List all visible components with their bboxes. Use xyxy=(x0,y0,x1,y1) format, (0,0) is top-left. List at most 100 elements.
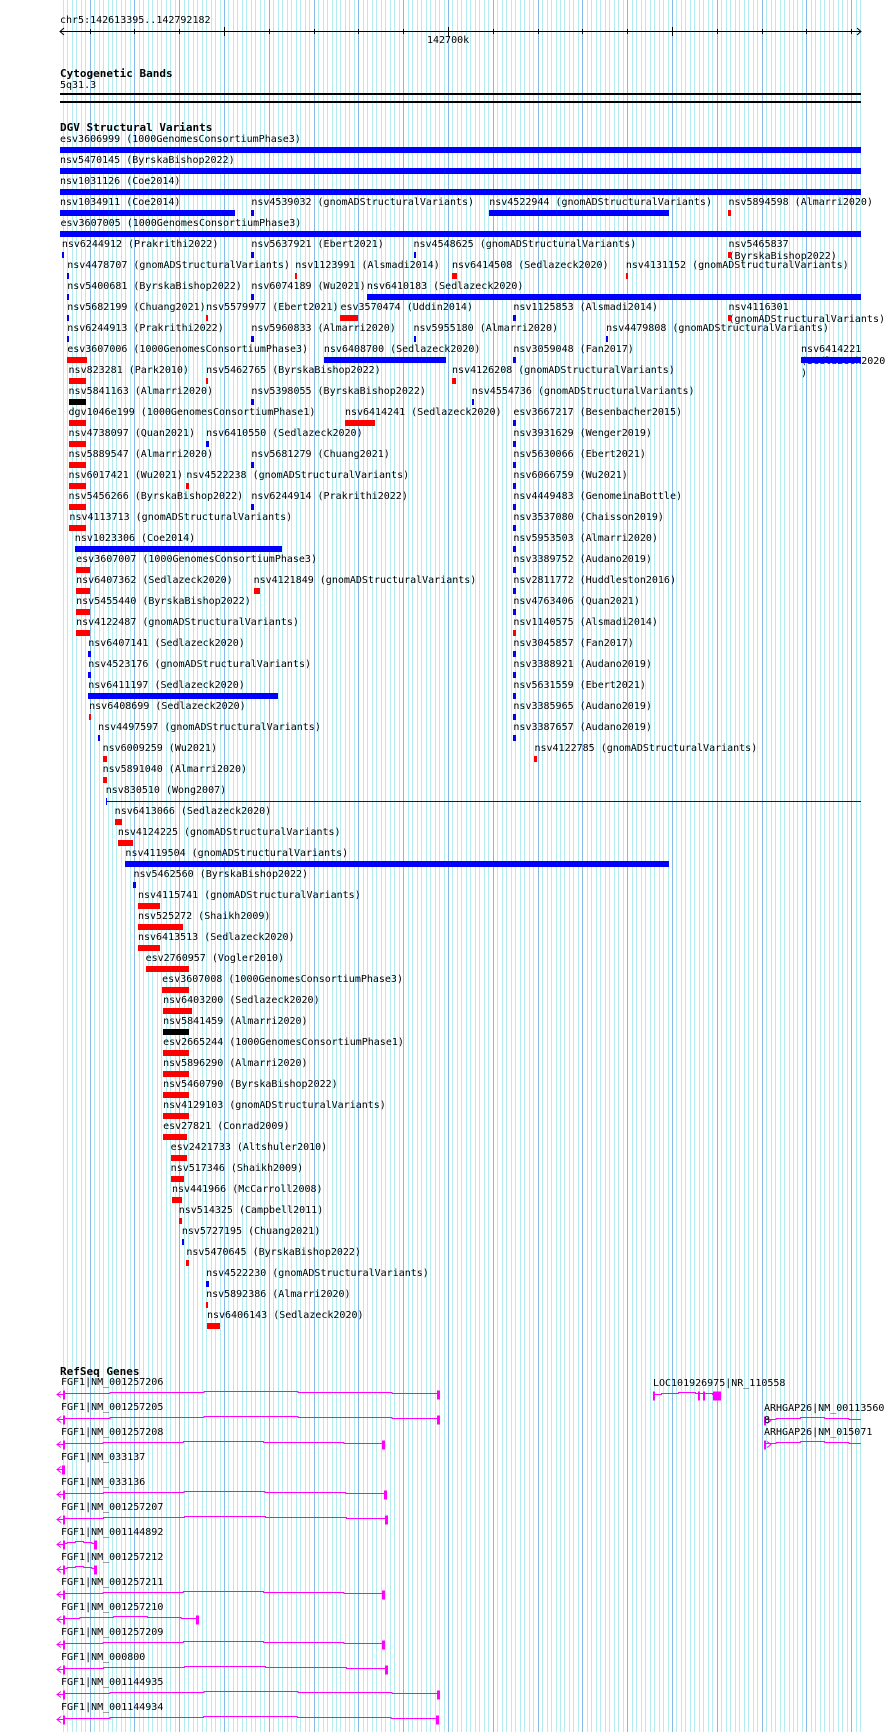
variant-bar-nsv1031126[interactable] xyxy=(60,189,861,195)
variant-bar-nsv6410183[interactable] xyxy=(366,294,861,300)
variant-label[interactable]: esv3607007 (1000GenomesConsortiumPhase3) xyxy=(76,554,317,565)
variant-label[interactable]: esv2421733 (Altshuler2010) xyxy=(170,1142,328,1153)
variant-label[interactable]: nsv6066759 (Wu2021) xyxy=(513,470,628,481)
variant-bar-nsv4116301[interactable] xyxy=(728,315,731,321)
variant-label[interactable]: nsv823281 (Park2010) xyxy=(68,365,189,376)
variant-bar-esv3607006[interactable] xyxy=(67,357,87,363)
variant-label[interactable]: nsv5727195 (Chuang2021) xyxy=(181,1226,321,1237)
variant-label[interactable]: nsv441966 (McCarroll2008) xyxy=(172,1184,323,1195)
variant-label[interactable]: nsv6244913 (Prakrithi2022) xyxy=(67,323,224,334)
variant-label[interactable]: nsv3045857 (Fan2017) xyxy=(513,638,634,649)
variant-bar-nsv5631559[interactable] xyxy=(513,693,516,699)
variant-label[interactable]: nsv4738097 (Quan2021) xyxy=(68,428,195,439)
gene-label[interactable]: FGF1|NM_001144934 xyxy=(61,1702,164,1713)
variant-bar-nsv4497597[interactable] xyxy=(98,735,101,741)
variant-label[interactable]: nsv1031126 (Coe2014) xyxy=(60,176,181,187)
variant-label[interactable]: nsv5400681 (ByrskaBishop2022) xyxy=(67,281,242,292)
variant-bar-nsv2811772[interactable] xyxy=(513,588,516,594)
variant-bar-nsv4122785[interactable] xyxy=(534,756,537,762)
variant-label[interactable]: nsv5470645 (ByrskaBishop2022) xyxy=(186,1247,361,1258)
variant-bar-nsv4122487[interactable] xyxy=(76,630,91,636)
variant-label[interactable]: nsv4126208 (gnomADStructuralVariants) xyxy=(452,365,675,376)
variant-bar-nsv6074189[interactable] xyxy=(251,294,254,300)
variant-label[interactable]: nsv4497597 (gnomADStructuralVariants) xyxy=(98,722,321,733)
variant-label[interactable]: nsv5955180 (Almarri2020) xyxy=(413,323,559,334)
variant-label[interactable]: nsv3059048 (Fan2017) xyxy=(513,344,634,355)
gene-label[interactable]: FGF1|NM_001257205 xyxy=(61,1402,164,1413)
variant-bar-nsv5637921[interactable] xyxy=(251,252,254,258)
variant-bar-nsv4115741[interactable] xyxy=(137,903,160,909)
variant-bar-nsv1034911[interactable] xyxy=(60,210,235,216)
variant-bar-nsv4523176[interactable] xyxy=(88,672,92,678)
variant-label[interactable]: nsv6017421 (Wu2021) xyxy=(68,470,183,481)
variant-bar-nsv1023306[interactable] xyxy=(74,546,283,552)
variant-bar-nsv5896290[interactable] xyxy=(163,1071,189,1077)
gene-label[interactable]: FGF1|NM_033136 xyxy=(61,1477,146,1488)
variant-label[interactable]: nsv5398055 (ByrskaBishop2022) xyxy=(251,386,426,397)
variant-bar-nsv6407141[interactable] xyxy=(88,651,92,657)
variant-label[interactable]: nsv6408700 (Sedlazeck2020) xyxy=(323,344,481,355)
variant-bar-nsv6414508[interactable] xyxy=(452,273,458,279)
variant-bar-esv3667217[interactable] xyxy=(513,420,516,426)
variant-label[interactable]: nsv4523176 (gnomADStructuralVariants) xyxy=(88,659,311,670)
variant-bar-nsv3387657[interactable] xyxy=(513,735,516,741)
variant-bar-nsv3388921[interactable] xyxy=(513,672,516,678)
variant-bar-nsv6009259[interactable] xyxy=(102,756,108,762)
variant-label[interactable]: nsv1023306 (Coe2014) xyxy=(74,533,196,544)
variant-label[interactable]: nsv6414508 (Sedlazeck2020) xyxy=(452,260,609,271)
variant-bar-esv2665244[interactable] xyxy=(163,1050,189,1056)
variant-bar-nsv441966[interactable] xyxy=(172,1197,182,1203)
variant-bar-nsv5462560[interactable] xyxy=(133,882,136,888)
variant-label[interactable]: nsv5841163 (Almarri2020) xyxy=(68,386,214,397)
variant-bar-nsv6406143[interactable] xyxy=(206,1323,220,1329)
variant-bar-nsv5462765[interactable] xyxy=(206,378,209,384)
variant-bar-nsv4113713[interactable] xyxy=(69,525,86,531)
gene-label[interactable]: FGF1|NM_001144935 xyxy=(61,1677,164,1688)
variant-bar-nsv1140575[interactable] xyxy=(513,630,516,636)
variant-bar-nsv5727195[interactable] xyxy=(181,1239,185,1245)
variant-label[interactable]: nsv4522238 (gnomADStructuralVariants) xyxy=(186,470,410,481)
variant-label[interactable]: nsv6403200 (Sedlazeck2020) xyxy=(163,995,320,1006)
variant-label[interactable]: nsv6408699 (Sedlazeck2020) xyxy=(89,701,246,712)
variant-label[interactable]: nsv5960833 (Almarri2020) xyxy=(251,323,396,334)
variant-label[interactable]: nsv5953503 (Almarri2020) xyxy=(513,533,658,544)
variant-label[interactable]: nsv6410550 (Sedlazeck2020) xyxy=(206,428,363,439)
variant-bar-nsv5398055[interactable] xyxy=(251,399,254,405)
variant-bar-nsv4738097[interactable] xyxy=(68,441,86,447)
variant-bar-esv3607008[interactable] xyxy=(162,987,189,993)
variant-label[interactable]: nsv3385965 (Audano2019) xyxy=(513,701,652,712)
variant-bar-nsv5470145[interactable] xyxy=(60,168,861,174)
gene-label[interactable]: FGF1|NM_001257209 xyxy=(61,1627,164,1638)
variant-label[interactable]: nsv6411197 (Sedlazeck2020) xyxy=(88,680,245,691)
variant-label[interactable]: nsv4129103 (gnomADStructuralVariants) xyxy=(163,1100,386,1111)
variant-label[interactable]: nsv5682199 (Chuang2021) xyxy=(67,302,206,313)
variant-bar-nsv1123991[interactable] xyxy=(295,273,298,279)
variant-label[interactable]: esv3607006 (1000GenomesConsortiumPhase3) xyxy=(67,344,309,355)
variant-bar-nsv6407362[interactable] xyxy=(76,588,91,594)
gene-label[interactable]: LOC101926975|NR_110558 xyxy=(652,1378,786,1389)
variant-bar-esv27821[interactable] xyxy=(163,1134,188,1140)
variant-label[interactable]: nsv5891040 (Almarri2020) xyxy=(102,764,248,775)
variant-bar-nsv5955180[interactable] xyxy=(413,336,416,342)
variant-bar-nsv4522944[interactable] xyxy=(489,210,669,216)
ruler[interactable] xyxy=(0,0,890,50)
variant-bar-nsv5681279[interactable] xyxy=(251,462,254,468)
variant-bar-nsv6414241[interactable] xyxy=(344,420,375,426)
variant-label[interactable]: nsv4115741 (gnomADStructuralVariants) xyxy=(137,890,361,901)
variant-bar-nsv6408699[interactable] xyxy=(89,714,92,720)
variant-label[interactable]: nsv5894598 (Almarri2020) xyxy=(728,197,873,208)
variant-label[interactable]: nsv6413066 (Sedlazeck2020) xyxy=(114,806,272,817)
variant-label[interactable]: nsv6244914 (Prakrithi2022) xyxy=(251,491,408,502)
variant-bar-nsv4479808[interactable] xyxy=(606,336,609,342)
variant-bar-nsv5470645[interactable] xyxy=(186,1260,189,1266)
variant-bar-nsv517346[interactable] xyxy=(170,1176,185,1182)
variant-bar-nsv5456266[interactable] xyxy=(68,504,86,510)
variant-label[interactable]: nsv5462560 (ByrskaBishop2022) xyxy=(133,869,309,880)
variant-label[interactable]: esv3607008 (1000GenomesConsortiumPhase3) xyxy=(162,974,403,985)
variant-label[interactable]: nsv4548625 (gnomADStructuralVariants) xyxy=(413,239,637,250)
variant-bar-nsv5960833[interactable] xyxy=(251,336,254,342)
variant-label[interactable]: nsv5465837 (ByrskaBishop2022) xyxy=(728,239,837,262)
gene-label[interactable]: FGF1|NM_001257207 xyxy=(61,1502,164,1513)
variant-bar-esv3607007[interactable] xyxy=(76,567,91,573)
variant-label[interactable]: nsv525272 (Shaikh2009) xyxy=(137,911,271,922)
